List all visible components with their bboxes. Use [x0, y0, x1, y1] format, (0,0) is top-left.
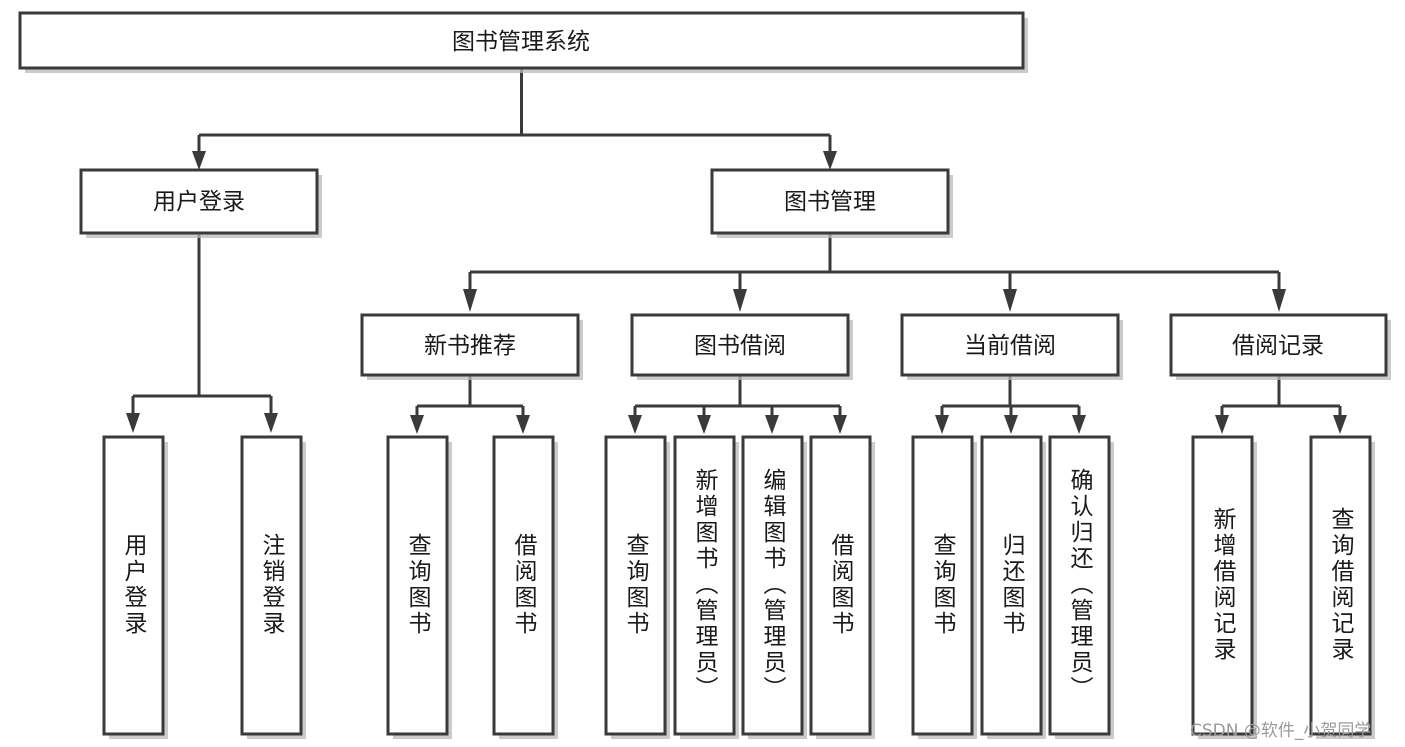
leaf-borrow-book-1-label: 借阅图书 [510, 533, 538, 637]
leaf-query-book-2-rect[interactable] [604, 435, 667, 736]
leaf-add-record-label: 新增借阅记录 [1209, 507, 1237, 663]
node-user-login-label: 用户登录 [153, 189, 245, 215]
leaf-query-book-1-label: 查询图书 [404, 533, 432, 637]
node-user-login[interactable]: 用户登录 [79, 168, 322, 238]
leaf-return-book-label: 归还图书 [998, 533, 1026, 637]
arrow-head-leaf-query-book-3 [935, 415, 949, 434]
leaf-logout-label: 注销登录 [258, 533, 286, 637]
leaf-logout-rect[interactable] [240, 435, 303, 736]
leaf-add-book-label: 新增图书（管理员） [691, 468, 719, 702]
leaf-user-login-rect[interactable] [102, 435, 165, 736]
leaf-query-book-2[interactable]: 查询图书 [604, 435, 670, 739]
arrow-head-leaf-confirm-return [1072, 415, 1086, 434]
node-borrow-record-rect[interactable] [1169, 313, 1388, 377]
leaf-edit-book[interactable]: 编辑图书（管理员） [741, 435, 807, 739]
arrow-head-leaf-borrow-book-2 [833, 415, 847, 434]
node-root[interactable]: 图书管理系统 [18, 11, 1028, 73]
leaf-user-login-label: 用户登录 [120, 533, 148, 637]
leaf-return-book-rect[interactable] [980, 435, 1043, 736]
arrow-head-leaf-add-record [1215, 415, 1229, 434]
leaf-borrow-book-2-rect[interactable] [809, 435, 872, 736]
arrow-head-borrow-record [1272, 289, 1286, 312]
leaf-add-book[interactable]: 新增图书（管理员） [673, 435, 739, 739]
leaf-add-record[interactable]: 新增借阅记录 [1191, 435, 1257, 739]
arrow-head-leaf-logout [264, 413, 278, 433]
leaf-add-record-rect[interactable] [1191, 435, 1254, 736]
leaf-confirm-return-rect[interactable] [1048, 435, 1111, 736]
csdn-watermark: CSDN @软件_小贺同学 [1190, 721, 1372, 741]
leaf-query-book-1[interactable]: 查询图书 [386, 435, 452, 739]
leaf-edit-book-rect[interactable] [741, 435, 804, 736]
leaf-query-book-2-label: 查询图书 [622, 533, 650, 637]
node-current-borrow[interactable]: 当前借阅 [900, 313, 1123, 380]
node-new-book-recommend-label: 新书推荐 [424, 333, 516, 359]
leaf-query-book-3[interactable]: 查询图书 [911, 435, 977, 739]
node-current-borrow-label: 当前借阅 [964, 333, 1056, 359]
leaf-borrow-book-1-rect[interactable] [492, 435, 555, 736]
node-root-label: 图书管理系统 [452, 29, 590, 55]
leaf-borrow-book-1[interactable]: 借阅图书 [492, 435, 558, 739]
arrow-head-leaf-query-record [1333, 415, 1347, 434]
node-book-management-label: 图书管理 [784, 189, 876, 215]
leaf-query-book-1-rect[interactable] [386, 435, 449, 736]
node-current-borrow-rect[interactable] [900, 313, 1120, 377]
node-new-book-recommend[interactable]: 新书推荐 [360, 313, 583, 380]
leaf-user-login[interactable]: 用户登录 [102, 435, 168, 739]
arrow-head-leaf-edit-book [765, 415, 779, 434]
arrow-head-leaf-query-book-2 [628, 415, 642, 434]
node-book-management-rect[interactable] [710, 168, 950, 235]
arrow-head-leaf-query-book-1 [410, 415, 424, 434]
connector-layer [126, 68, 1347, 434]
arrow-head-book-management [823, 151, 837, 170]
node-book-borrow-rect[interactable] [630, 313, 850, 377]
arrow-head-book-borrow [733, 289, 747, 312]
node-book-borrow-label: 图书借阅 [694, 333, 786, 359]
arrow-head-user-login [192, 151, 206, 170]
node-book-management[interactable]: 图书管理 [710, 168, 953, 238]
node-new-book-recommend-rect[interactable] [360, 313, 580, 377]
arrow-head-new-book-recommend [463, 289, 477, 312]
leaf-query-book-3-label: 查询图书 [929, 533, 957, 637]
arrow-head-leaf-return-book [1004, 415, 1018, 434]
node-borrow-record-label: 借阅记录 [1232, 333, 1324, 359]
node-borrow-record[interactable]: 借阅记录 [1169, 313, 1391, 380]
leaf-query-record-label: 查询借阅记录 [1327, 507, 1355, 663]
leaf-logout[interactable]: 注销登录 [240, 435, 306, 739]
leaf-add-book-rect[interactable] [673, 435, 736, 736]
leaf-confirm-return[interactable]: 确认归还（管理员） [1048, 435, 1114, 739]
leaf-query-record[interactable]: 查询借阅记录 [1309, 435, 1375, 739]
node-book-borrow[interactable]: 图书借阅 [630, 313, 853, 380]
leaf-return-book[interactable]: 归还图书 [980, 435, 1046, 739]
arrow-head-leaf-add-book [697, 415, 711, 434]
leaf-query-book-3-rect[interactable] [911, 435, 974, 736]
leaf-edit-book-label: 编辑图书（管理员） [759, 468, 787, 702]
leaf-confirm-return-label: 确认归还（管理员） [1066, 468, 1094, 702]
leaf-query-record-rect[interactable] [1309, 435, 1372, 736]
node-user-login-rect[interactable] [79, 168, 319, 235]
arrow-head-leaf-borrow-book-1 [516, 415, 530, 434]
arrow-head-leaf-user-login [126, 413, 140, 433]
arrow-head-current-borrow [1003, 289, 1017, 312]
leaf-borrow-book-2[interactable]: 借阅图书 [809, 435, 875, 739]
leaf-borrow-book-2-label: 借阅图书 [827, 533, 855, 637]
node-root-rect[interactable] [18, 11, 1025, 70]
